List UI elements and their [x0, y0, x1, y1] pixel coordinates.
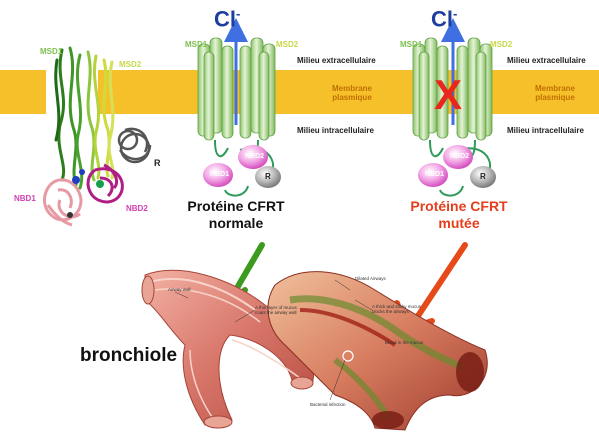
- blocked-x-icon: X: [434, 71, 463, 118]
- milieu-intra-label-1: Milieu intracellulaire: [297, 126, 374, 135]
- msd1-label-mutated: MSD1: [400, 40, 423, 49]
- chloride-label-mutated: Cl-: [431, 6, 458, 32]
- r-domain-mutated: [470, 166, 496, 188]
- mutated-channel: [412, 18, 496, 197]
- nbd1-domain: [203, 163, 233, 187]
- airway-wall-note: Airway wall: [168, 287, 191, 292]
- r-structure-label: R: [154, 158, 161, 168]
- bronchiole-label: bronchiole: [80, 345, 178, 366]
- msd2-label-mutated: MSD2: [490, 40, 513, 49]
- membrane-label-2: Membrane plasmique: [534, 84, 575, 102]
- r-label-normal: R: [265, 172, 271, 181]
- r-domain: [255, 166, 281, 188]
- r-label-mutated: R: [480, 172, 486, 181]
- bacterial-infection-note: Bacterial infection: [310, 402, 346, 407]
- thick-mucus-note: A thick and sticky mucus blocks the airw…: [372, 304, 422, 314]
- mutated-caption: Protéine CFRT mutée: [410, 198, 508, 231]
- nbd2-label-mutated: NBD2: [450, 153, 470, 160]
- chloride-label-normal: Cl-: [214, 6, 241, 32]
- diseased-airway-illustration: [267, 271, 488, 431]
- msd2-label-normal: MSD2: [276, 40, 299, 49]
- milieu-extra-label-1: Milieu extracellulaire: [297, 56, 376, 65]
- normal-caption: Protéine CFRT normale: [187, 198, 285, 231]
- nbd1-structure-label: NBD1: [14, 194, 36, 203]
- nbd2-structure-label: NBD2: [126, 204, 148, 213]
- milieu-extra-label-2: Milieu extracellulaire: [507, 56, 586, 65]
- msd1-structure-label: MSD1: [40, 47, 63, 56]
- nbd2-domain: [238, 145, 268, 169]
- msd1-label-normal: MSD1: [185, 40, 208, 49]
- normal-channel: [197, 18, 281, 197]
- membrane-label-1: Membrane plasmique: [331, 84, 372, 102]
- blood-mucus-note: Blood in the mucus: [385, 340, 424, 345]
- nbd2-label-normal: NBD2: [245, 153, 265, 160]
- msd2-structure-label: MSD2: [119, 60, 142, 69]
- infection-marker: [342, 350, 354, 362]
- normal-airway-illustration: [141, 269, 315, 429]
- thin-mucus-note: A thin layer of mucus coats the airway w…: [255, 305, 297, 315]
- nbd1-label-mutated: NBD1: [425, 171, 445, 178]
- membrane-band: [0, 70, 599, 114]
- nbd2-domain-mutated: [443, 145, 473, 169]
- nbd1-domain-mutated: [418, 163, 448, 187]
- cftr-3d-structure: [43, 46, 152, 227]
- milieu-intra-label-2: Milieu intracellulaire: [507, 126, 584, 135]
- nbd1-label-normal: NBD1: [210, 171, 230, 178]
- dilated-airways-note: Dilated Airways: [355, 276, 386, 281]
